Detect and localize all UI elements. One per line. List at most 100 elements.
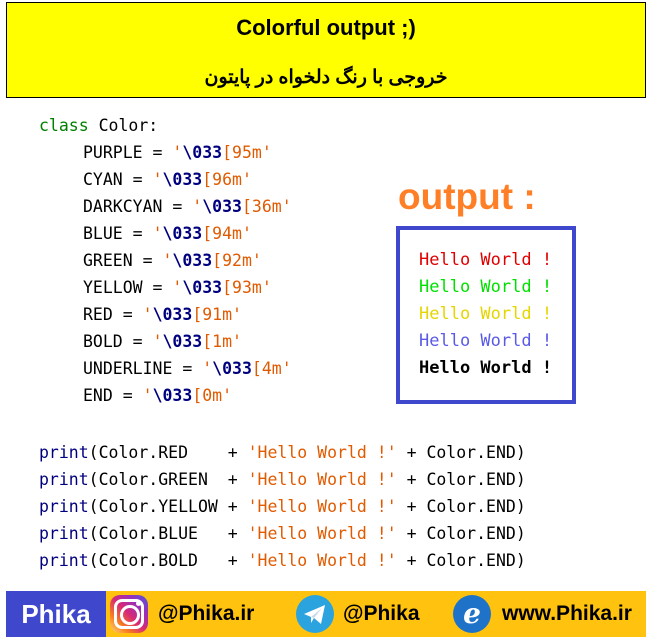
assign-operator: = [172,359,203,378]
assign-operator: = [122,170,153,189]
field-line: END = '\033[0m' [83,386,232,406]
print-end: + Color.END) [396,443,526,462]
telegram-handle[interactable]: @Phika [343,602,420,625]
print-end: + Color.END) [396,497,526,516]
string-literal: 'Hello World !' [247,524,397,543]
quote: ' [152,224,163,243]
output-line: Hello World ! [419,277,553,297]
quote: ' [162,251,173,270]
escape-sequence: \033 [212,359,252,378]
quote: ' [172,143,183,162]
class-keyword: class [39,116,89,135]
ansi-code: [91m' [192,305,242,324]
instagram-handle[interactable]: @Phika.ir [158,602,255,625]
field-line: CYAN = '\033[96m' [83,170,252,190]
print-line: print(Color.RED + 'Hello World !' + Colo… [39,443,526,463]
escape-sequence: \033 [162,170,203,189]
quote: ' [142,386,153,405]
field-name: END [83,386,113,405]
web-icon[interactable]: e [453,595,491,633]
quote: ' [152,170,163,189]
field-name: BLUE [83,224,123,243]
quote: ' [142,305,153,324]
field-line: DARKCYAN = '\033[36m' [83,197,292,217]
escape-sequence: \033 [162,224,203,243]
website-link[interactable]: www.Phika.ir [502,602,632,625]
string-literal: 'Hello World !' [247,443,397,462]
ansi-code: [0m' [192,386,233,405]
print-line: print(Color.GREEN + 'Hello World !' + Co… [39,470,526,490]
output-line: Hello World ! [419,250,553,270]
class-declaration: class Color: [39,116,158,136]
assign-operator: = [142,278,173,297]
field-line: GREEN = '\033[92m' [83,251,262,271]
field-line: UNDERLINE = '\033[4m' [83,359,292,379]
output-line: Hello World ! [419,331,553,351]
print-end: + Color.END) [396,551,526,570]
print-line: print(Color.BOLD + 'Hello World !' + Col… [39,551,526,571]
ansi-code: [94m' [202,224,252,243]
quote: ' [202,359,213,378]
page-subtitle: خروجی با رنگ دلخواه در پایتون [204,67,448,88]
field-name: PURPLE [83,143,143,162]
assign-operator: = [162,197,193,216]
output-line: Hello World ! [419,304,553,324]
output-label: output : [398,176,536,217]
field-name: DARKCYAN [83,197,163,216]
quote: ' [192,197,203,216]
escape-sequence: \033 [172,251,213,270]
header-banner: Colorful output ;) خروجی با رنگ دلخواه د… [6,2,646,98]
assign-operator: = [122,224,153,243]
escape-sequence: \033 [182,278,223,297]
footer-bar: Phika @Phika.ir @Phika e www.Phika.ir [6,591,646,637]
page-title: Colorful output ;) [236,15,416,40]
field-line: YELLOW = '\033[93m' [83,278,272,298]
print-end: + Color.END) [396,470,526,489]
escape-sequence: \033 [202,197,242,216]
assign-operator: = [112,386,143,405]
ansi-code: [1m' [202,332,242,351]
instagram-icon[interactable] [110,595,148,633]
print-argument: (Color.RED + [88,443,248,462]
field-name: BOLD [83,332,123,351]
brand-logo[interactable]: Phika [6,591,106,637]
print-function: print [39,443,89,462]
ansi-code: [95m' [222,143,272,162]
assign-operator: = [142,143,173,162]
print-function: print [39,524,89,543]
print-argument: (Color.BLUE + [88,524,248,543]
assign-operator: = [132,251,163,270]
field-name: CYAN [83,170,123,189]
print-line: print(Color.YELLOW + 'Hello World !' + C… [39,497,526,517]
output-line: Hello World ! [419,358,553,378]
assign-operator: = [112,305,143,324]
quote: ' [152,332,163,351]
print-function: print [39,497,89,516]
telegram-icon[interactable] [296,595,334,633]
field-line: BOLD = '\033[1m' [83,332,242,352]
field-line: BLUE = '\033[94m' [83,224,252,244]
print-argument: (Color.YELLOW + [88,497,248,516]
quote: ' [172,278,183,297]
escape-sequence: \033 [182,143,223,162]
escape-sequence: \033 [152,305,193,324]
ansi-code: [96m' [202,170,252,189]
ansi-code: [92m' [212,251,262,270]
string-literal: 'Hello World !' [247,470,397,489]
field-name: GREEN [83,251,133,270]
field-name: RED [83,305,113,324]
escape-sequence: \033 [162,332,203,351]
string-literal: 'Hello World !' [247,497,397,516]
ansi-code: [36m' [241,197,292,216]
field-line: PURPLE = '\033[95m' [83,143,272,163]
print-argument: (Color.BOLD + [88,551,248,570]
print-line: print(Color.BLUE + 'Hello World !' + Col… [39,524,526,544]
class-name: Color: [88,116,159,135]
ansi-code: [4m' [251,359,292,378]
string-literal: 'Hello World !' [247,551,397,570]
field-name: YELLOW [83,278,143,297]
output-box: Hello World ! Hello World ! Hello World ! H… [396,226,576,404]
field-line: RED = '\033[91m' [83,305,242,325]
print-argument: (Color.GREEN + [88,470,248,489]
print-function: print [39,470,89,489]
